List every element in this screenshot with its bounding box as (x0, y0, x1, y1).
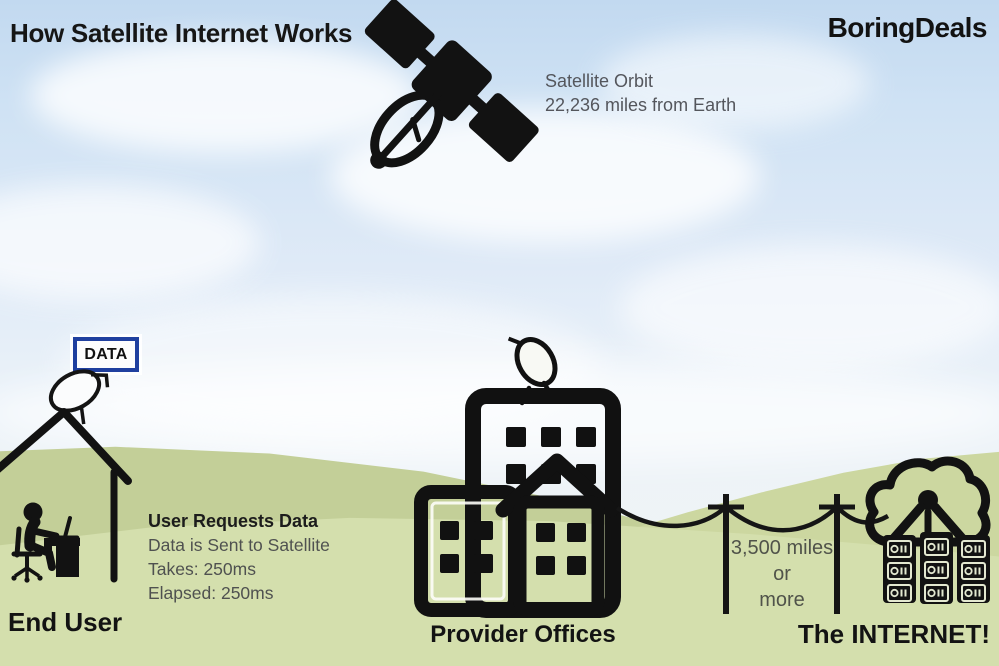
distance-caption: 3,500 miles or more (726, 535, 838, 613)
request-line: Elapsed: 250ms (148, 583, 274, 603)
request-caption: User Requests Data Data is Sent to Satel… (148, 509, 330, 605)
horizon-haze (0, 360, 999, 465)
internet-label: The INTERNET! (797, 619, 990, 649)
cloud-shape (620, 245, 999, 370)
telephone-poles-wires-icon (608, 488, 900, 618)
cloud-shape (600, 35, 870, 130)
provider-offices-label: Provider Offices (430, 621, 616, 648)
request-line: Takes: 250ms (148, 559, 256, 579)
end-user-label: End User (8, 607, 123, 637)
cloud-shape (0, 185, 260, 300)
brand-logo: BoringDeals (827, 12, 988, 43)
satellite-icon (363, 0, 543, 178)
hill-foreground (0, 517, 999, 666)
data-label: DATA (73, 337, 139, 372)
distance-line: 3,500 miles (730, 537, 834, 559)
office-buildings-with-dish-icon (393, 332, 653, 618)
orbit-line-1: Satellite Orbit (545, 71, 654, 91)
cloud-with-servers-icon (860, 452, 999, 610)
page-title: How Satellite Internet Works (10, 18, 353, 48)
cloud-shape (30, 38, 420, 153)
satellite-orbit-caption: Satellite Orbit 22,236 miles from Earth (545, 69, 736, 117)
orbit-line-2: 22,236 miles from Earth (545, 95, 737, 115)
house-with-dish-icon (0, 366, 141, 583)
distance-line: more (759, 589, 805, 611)
person-at-desk-icon (6, 496, 116, 588)
request-line: User Requests Data (148, 511, 319, 531)
request-line: Data is Sent to Satellite (148, 535, 330, 555)
distance-line: or (773, 563, 791, 585)
